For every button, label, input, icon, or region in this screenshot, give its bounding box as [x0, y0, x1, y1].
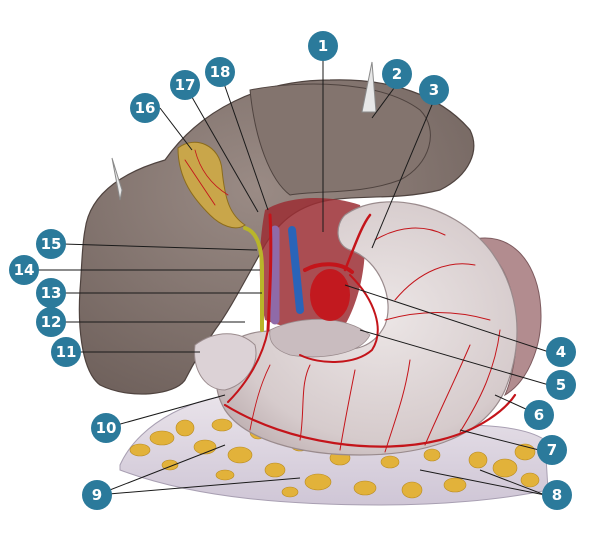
marker-label: 18: [210, 63, 231, 81]
marker-label: 15: [41, 235, 62, 253]
marker-6: 6: [524, 400, 554, 430]
marker-label: 16: [135, 99, 156, 117]
marker-4: 4: [546, 337, 576, 367]
marker-3: 3: [419, 75, 449, 105]
retractor-left: [111, 157, 123, 201]
marker-circle: [170, 70, 200, 100]
marker-18: 18: [205, 57, 235, 87]
marker-circle: [419, 75, 449, 105]
stomach: [215, 201, 518, 456]
marker-label: 2: [392, 65, 402, 83]
marker-2: 2: [382, 59, 412, 89]
marker-circle: [36, 229, 66, 259]
gallbladder: [177, 141, 246, 229]
marker-circle: [524, 400, 554, 430]
marker-circle: [546, 370, 576, 400]
gastroepiploic-artery: [223, 393, 517, 448]
marker-circle: [51, 337, 81, 367]
celiac-trunk: [303, 262, 354, 274]
stomach-inner-fold: [269, 318, 371, 358]
marker-label: 9: [92, 486, 102, 504]
marker-1: 1: [308, 31, 338, 61]
marker-16: 16: [130, 93, 160, 123]
marker-label: 4: [556, 343, 566, 361]
retractor-top: [361, 61, 377, 113]
gastroduodenal-artery: [227, 329, 269, 403]
marker-label: 10: [96, 419, 117, 437]
marker-9: 9: [82, 480, 112, 510]
marker-label: 3: [429, 81, 439, 99]
marker-circle: [537, 435, 567, 465]
marker-label: 13: [41, 284, 62, 302]
leader-lines: [36, 56, 550, 496]
marker-label: 5: [556, 376, 566, 394]
bile-duct: [243, 226, 264, 332]
marker-10: 10: [91, 413, 121, 443]
liver-left-lobe-fold: [249, 83, 431, 196]
marker-circle: [382, 59, 412, 89]
marker-12: 12: [36, 307, 66, 337]
marker-17: 17: [170, 70, 200, 100]
marker-circle: [36, 278, 66, 308]
marker-circle: [36, 307, 66, 337]
marker-label: 14: [14, 261, 35, 279]
marker-label: 12: [41, 313, 62, 331]
marker-circle: [130, 93, 160, 123]
marker-8: 8: [542, 480, 572, 510]
marker-14: 14: [9, 255, 39, 285]
marker-13: 13: [36, 278, 66, 308]
marker-label: 11: [56, 343, 77, 361]
marker-5: 5: [546, 370, 576, 400]
marker-circle: [91, 413, 121, 443]
lesser-curvature-artery: [299, 274, 379, 363]
marker-label: 6: [534, 406, 544, 424]
marker-7: 7: [537, 435, 567, 465]
vessels: [184, 149, 517, 453]
marker-circle: [308, 31, 338, 61]
marker-label: 8: [552, 486, 562, 504]
left-gastric-artery: [343, 213, 372, 272]
marker-label: 17: [175, 76, 196, 94]
marker-circle: [82, 480, 112, 510]
vena-cava: [288, 226, 304, 314]
celiac-bulge: [310, 269, 350, 321]
marker-11: 11: [51, 337, 81, 367]
pylorus: [194, 333, 257, 391]
marker-15: 15: [36, 229, 66, 259]
marker-label: 7: [547, 441, 557, 459]
marker-label: 1: [318, 37, 328, 55]
marker-circle: [546, 337, 576, 367]
hepatic-artery: [266, 213, 273, 332]
marker-circle: [205, 57, 235, 87]
marker-circle: [542, 480, 572, 510]
marker-circle: [9, 255, 39, 285]
